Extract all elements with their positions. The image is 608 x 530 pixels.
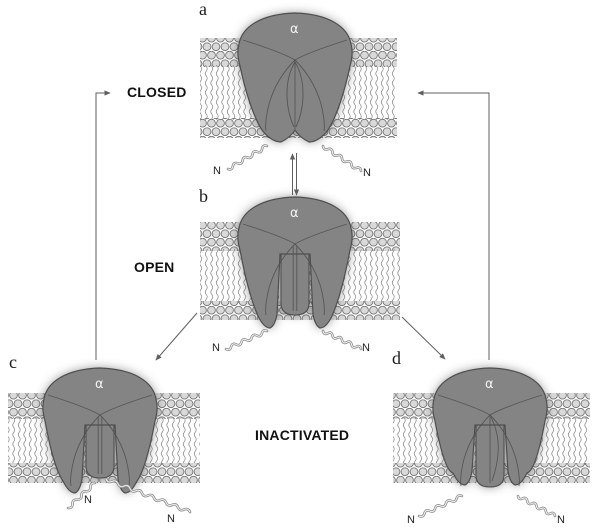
equilibrium-arrow-closed-open	[289, 153, 300, 196]
alpha-subunit-label-a: α	[290, 22, 299, 37]
n-terminus-chain	[104, 477, 192, 514]
n-terminus-chain	[224, 329, 269, 351]
n-terminus-label: N	[363, 167, 371, 179]
n-terminus-chain	[66, 481, 97, 510]
n-terminus-label: N	[212, 342, 220, 354]
alpha-subunit-label-c: α	[95, 377, 104, 392]
state-label-open: OPEN	[134, 259, 175, 275]
panel-label-b: b	[199, 186, 208, 206]
n-terminus-label: N	[557, 514, 565, 526]
n-terminus-chain	[417, 494, 464, 518]
n-terminus-chain	[321, 144, 363, 173]
alpha-subunit-label-b: α	[290, 206, 299, 221]
arrow-open-to-d	[401, 316, 446, 360]
n-terminus-chain	[516, 494, 557, 518]
n-terminus-label: N	[167, 513, 175, 525]
channel-b-open	[237, 196, 353, 329]
n-terminus-chain	[321, 329, 363, 351]
panel-label-d: d	[392, 348, 401, 368]
panel-label-c: c	[9, 352, 17, 372]
n-terminus-label: N	[407, 514, 415, 526]
n-terminus-label: N	[362, 342, 370, 354]
alpha-subunit-label-d: α	[485, 377, 494, 392]
channel-a-closed	[237, 12, 353, 143]
n-terminus-chain	[226, 144, 269, 171]
panel-label-a: a	[199, 0, 207, 19]
arrow-d-to-closed	[417, 90, 490, 360]
arrow-c-to-closed	[95, 90, 111, 360]
arrow-open-to-c	[155, 312, 198, 361]
state-label-inactivated: INACTIVATED	[255, 427, 350, 443]
channel-d-inactivated	[432, 367, 548, 488]
n-terminus-label: N	[84, 494, 92, 506]
channel-c-inactivated	[42, 367, 158, 494]
n-terminus-label: N	[213, 165, 221, 177]
state-label-closed: CLOSED	[127, 84, 187, 100]
